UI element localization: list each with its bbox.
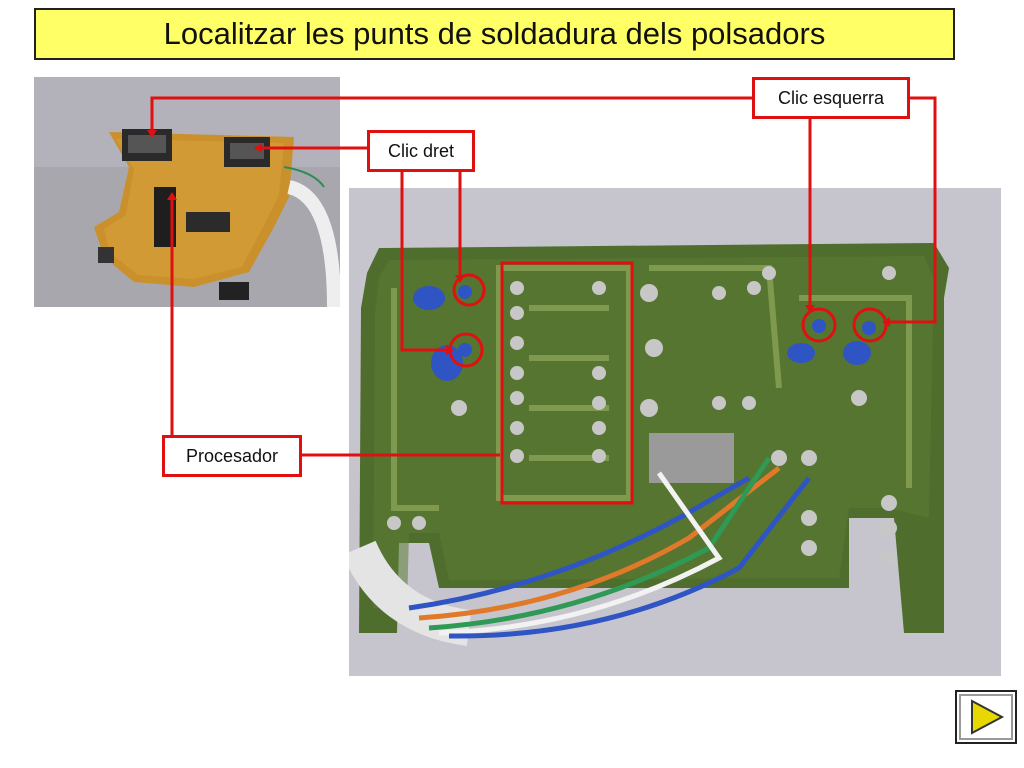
slide-title: Localitzar les punts de soldadura dels p… [163,16,826,51]
label-left-click-text: Clic esquerra [777,87,885,108]
board-small-illustration [34,77,340,307]
title-banner: Localitzar les punts de soldadura dels p… [34,8,955,60]
label-right-click-text: Clic dret [387,140,454,161]
next-slide-button[interactable] [955,690,1017,744]
label-processor-text: Procesador [185,445,279,466]
board-photo-small [34,77,340,307]
play-triangle-icon [971,699,1005,735]
label-processor: Procesador [162,435,302,477]
label-right-click: Clic dret [367,130,475,172]
board-photo-large [349,188,1001,676]
label-left-click: Clic esquerra [752,77,910,119]
board-large-illustration [349,188,1001,676]
